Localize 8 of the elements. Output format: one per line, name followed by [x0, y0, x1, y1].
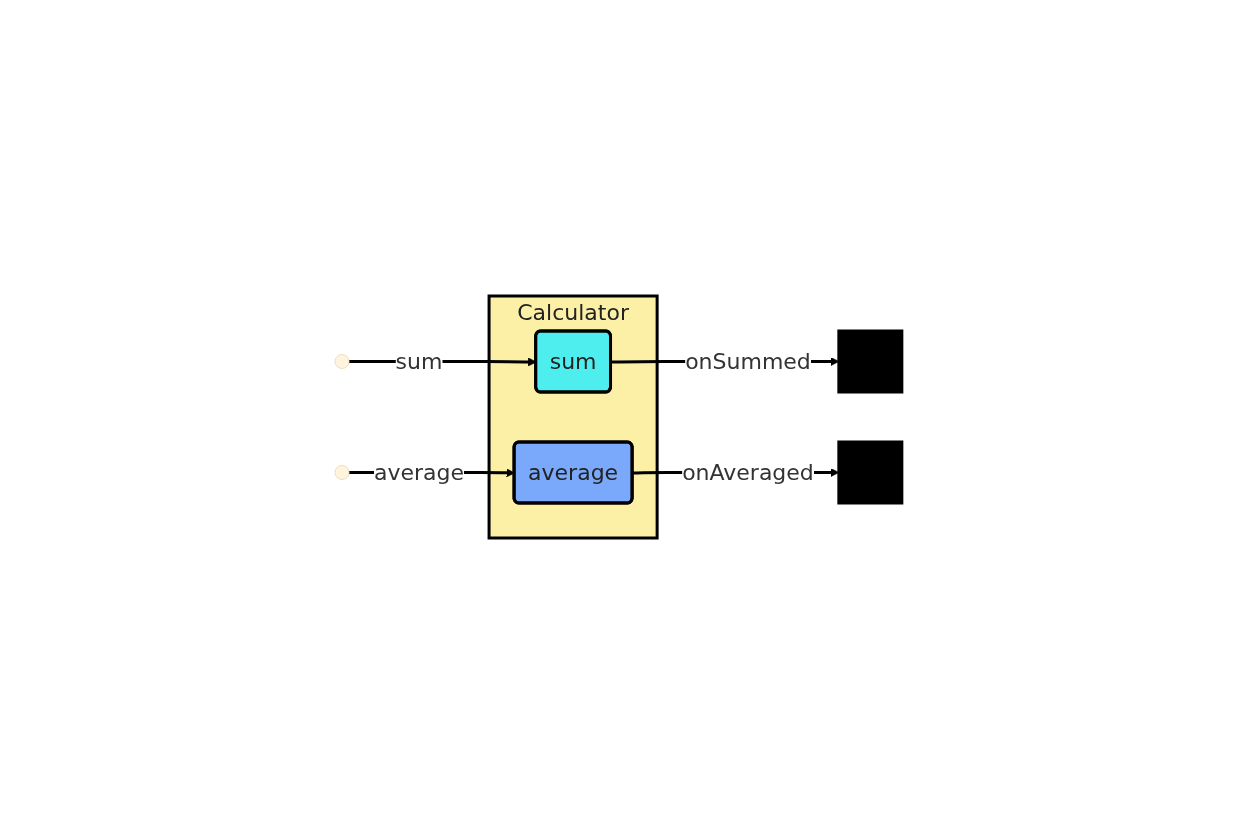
- node-box: [836, 329, 903, 394]
- edge-label: onSummed: [684, 349, 811, 374]
- node-box: [836, 440, 903, 505]
- node-circle: [334, 465, 350, 480]
- edge-label: sum: [395, 349, 443, 374]
- edge-label: average: [373, 460, 464, 485]
- node-circle: [334, 354, 350, 369]
- edge-label: onAveraged: [681, 460, 814, 485]
